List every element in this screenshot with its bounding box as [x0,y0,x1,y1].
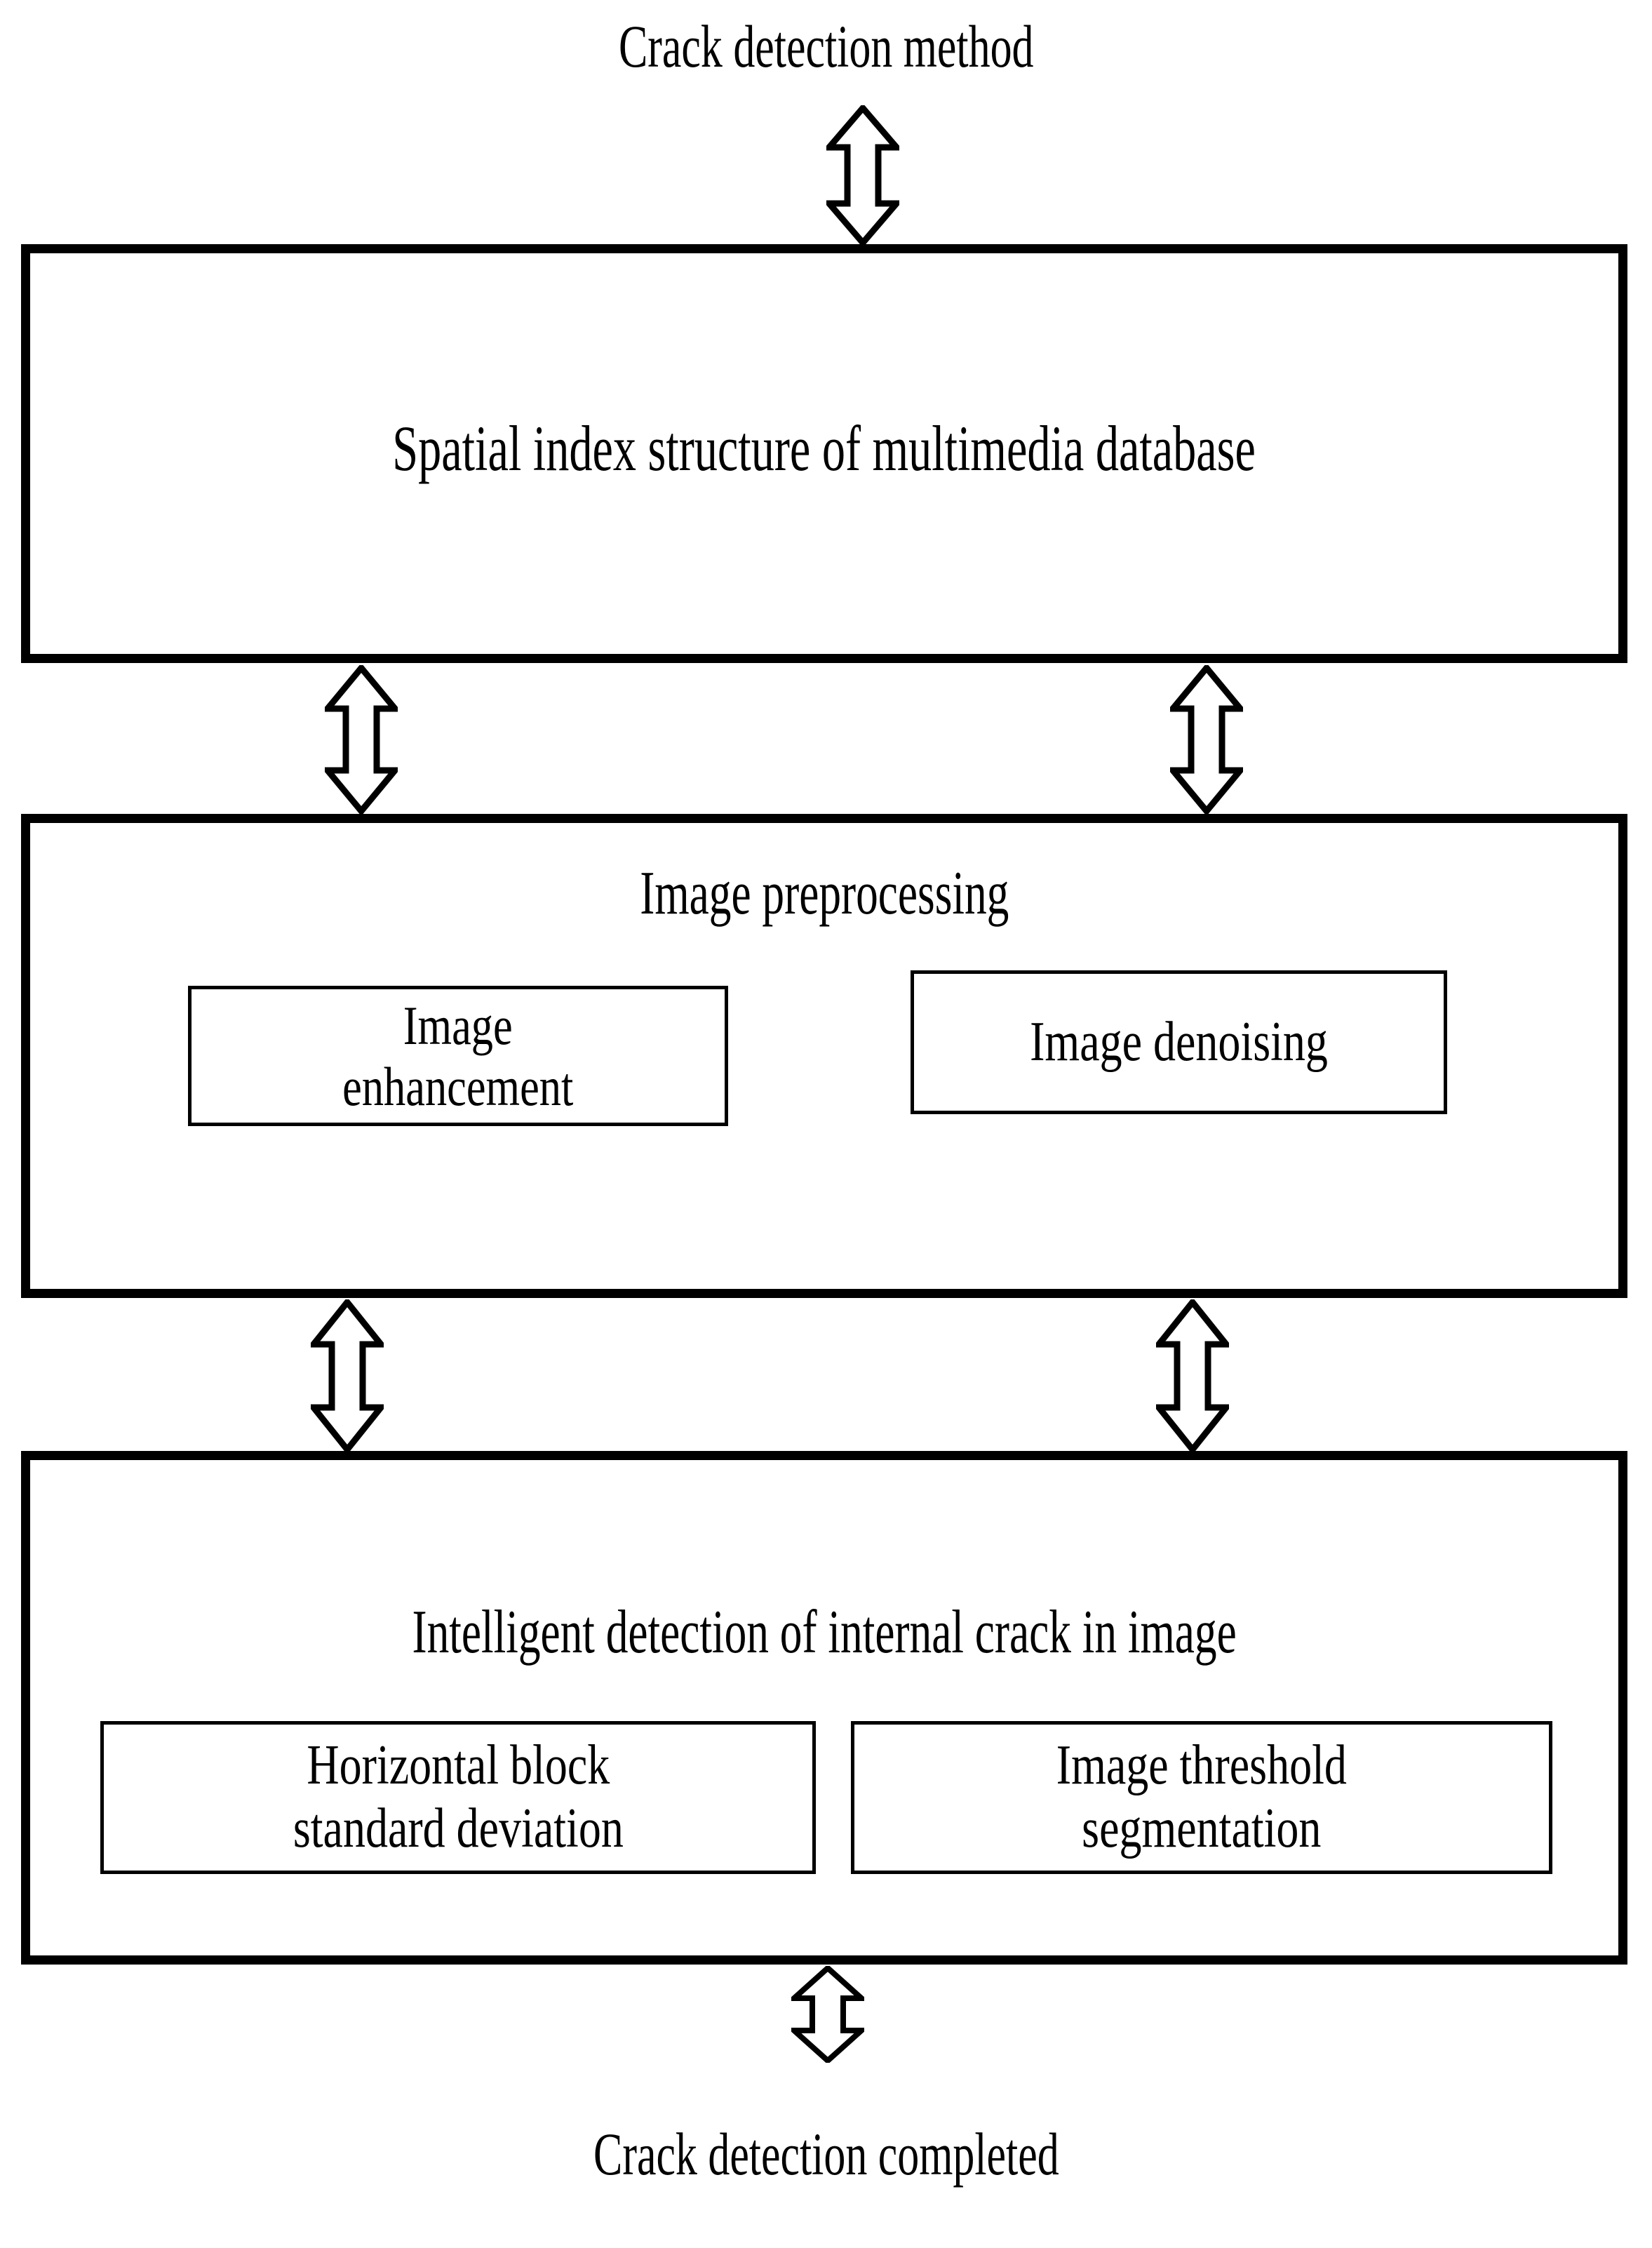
sub-box-image-denoising-label: Image denoising [1030,1010,1328,1073]
sub-box-horizontal-block-standard-deviation: Horizontal block standard deviation [100,1721,816,1874]
diagram-title: Crack detection method [0,11,1652,81]
stage-label-image-preprocessing: Image preprocessing [30,858,1618,929]
sub-box-horizontal-block-standard-deviation-label: Horizontal block standard deviation [293,1734,624,1859]
stage-label-intelligent-detection-text: Intelligent detection of internal crack … [412,1598,1237,1666]
connector-preprocessing-to-detection-right-icon [1156,1299,1229,1452]
connector-spatial-index-to-preprocessing-left-icon [325,665,398,814]
sub-box-image-enhancement-label: Image enhancement [342,994,574,1117]
connector-preprocessing-to-detection-left-icon [311,1299,384,1452]
sub-box-image-threshold-segmentation: Image threshold segmentation [851,1721,1552,1874]
sub-box-image-denoising: Image denoising [911,970,1447,1114]
diagram-title-text: Crack detection method [618,13,1034,80]
stage-box-image-preprocessing: Image preprocessing Image enhancement Im… [21,814,1627,1298]
stage-label-spatial-index-text: Spatial index structure of multimedia da… [392,413,1256,484]
connector-title-to-spatial-index-icon [826,105,899,246]
diagram-footer-text: Crack detection completed [593,2120,1059,2188]
connector-detection-to-completed-icon [791,1966,864,2063]
stage-label-intelligent-detection: Intelligent detection of internal crack … [30,1597,1618,1668]
sub-box-image-enhancement: Image enhancement [188,986,728,1126]
stage-label-image-preprocessing-text: Image preprocessing [639,859,1009,928]
diagram-footer: Crack detection completed [0,2119,1652,2189]
sub-box-image-threshold-segmentation-label: Image threshold segmentation [1056,1734,1348,1859]
connector-spatial-index-to-preprocessing-right-icon [1170,665,1243,814]
stage-label-spatial-index: Spatial index structure of multimedia da… [30,411,1618,486]
stage-box-intelligent-detection: Intelligent detection of internal crack … [21,1451,1627,1965]
stage-box-spatial-index: Spatial index structure of multimedia da… [21,244,1627,663]
